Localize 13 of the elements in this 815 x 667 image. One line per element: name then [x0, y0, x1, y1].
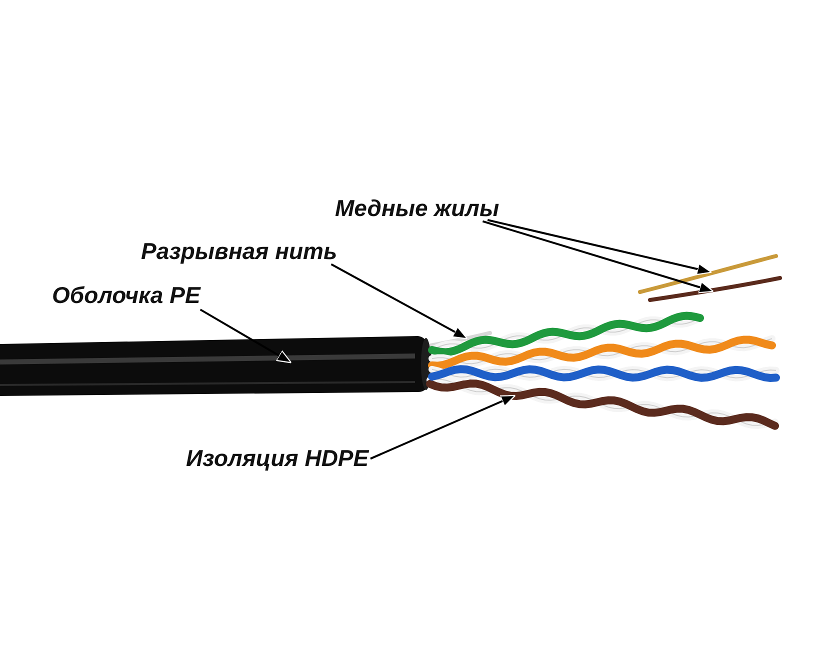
leader-arrow [370, 394, 516, 460]
leader-arrow [487, 219, 712, 276]
callout-label: Изоляция HDPE [186, 446, 369, 472]
copper-conductor [638, 254, 778, 294]
callout-label: Медные жилы [335, 196, 500, 222]
callout-label: Разрывная нить [141, 239, 338, 264]
callout-label: Оболочка PE [52, 283, 200, 308]
leader-arrow [482, 220, 714, 294]
copper-conductor [648, 276, 782, 302]
leader-arrow [330, 263, 468, 340]
leader-arrow [200, 308, 292, 364]
twisted-pair [426, 376, 779, 430]
cable-jacket [0, 336, 432, 396]
